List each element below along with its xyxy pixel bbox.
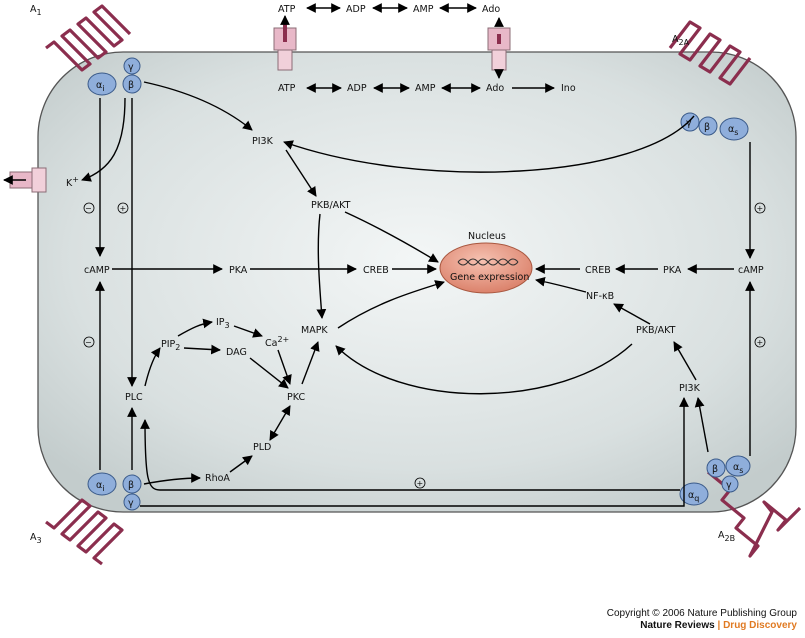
top-amp: AMP bbox=[413, 4, 434, 15]
a2a-gamma: γ bbox=[686, 118, 692, 129]
journal-section: Drug Discovery bbox=[723, 620, 797, 631]
top-atp: ATP bbox=[278, 4, 296, 15]
top-ado: Ado bbox=[482, 4, 500, 15]
pkb-akt-left: PKB/AKT bbox=[311, 200, 351, 211]
nucleotide-channel bbox=[273, 15, 297, 71]
a3-gamma: γ bbox=[128, 498, 134, 509]
pkb-akt-right: PKB/AKT bbox=[636, 325, 676, 336]
receptor-a1-label: A1 bbox=[30, 4, 42, 17]
inner-ino: Ino bbox=[561, 83, 576, 94]
journal-credit: Nature Reviews | Drug Discovery bbox=[607, 620, 797, 632]
credit-separator: | bbox=[717, 620, 721, 631]
pka-left: PKA bbox=[229, 265, 248, 276]
intracellular-metabolism-row: ATP ADP AMP Ado Ino bbox=[278, 83, 576, 94]
a1-beta: β bbox=[128, 80, 134, 91]
creb-left: CREB bbox=[363, 265, 389, 276]
pld: PLD bbox=[253, 442, 271, 453]
pathway-arrows bbox=[81, 81, 755, 507]
a1-gamma: γ bbox=[128, 62, 134, 73]
inner-atp: ATP bbox=[278, 83, 296, 94]
copyright-footer: Copyright © 2006 Nature Publishing Group… bbox=[607, 608, 797, 632]
pi3k-right: PI3K bbox=[679, 383, 701, 394]
a1-receptor-helix bbox=[45, 4, 132, 72]
minus-sign-a1: − bbox=[85, 204, 92, 213]
copyright-notice: Copyright © 2006 Nature Publishing Group bbox=[606, 608, 797, 619]
a2a-beta: β bbox=[704, 122, 710, 133]
a2a-g-protein: γ β αs bbox=[680, 112, 749, 141]
nucleus bbox=[439, 242, 533, 294]
ip3: IP3 bbox=[216, 317, 230, 330]
adenosine-signalling-diagram: ATP ADP AMP Ado ATP ADP AMP Ado Ino A1 bbox=[3, 3, 802, 566]
journal-name: Nature Reviews bbox=[640, 620, 715, 631]
a3-receptor-helix bbox=[45, 498, 124, 566]
pip2: PIP2 bbox=[161, 339, 180, 352]
pi3k-left: PI3K bbox=[252, 136, 274, 147]
a3-beta: β bbox=[128, 480, 134, 491]
plus-sign-a1: + bbox=[120, 204, 127, 213]
plus-sign-a2b-plc: + bbox=[417, 479, 424, 488]
a1-alpha: αi bbox=[96, 80, 105, 93]
regulation-signs: − + − + + + bbox=[83, 202, 766, 489]
potassium-ion: K+ bbox=[66, 175, 79, 189]
dag: DAG bbox=[226, 347, 247, 358]
inner-amp: AMP bbox=[415, 83, 436, 94]
a2b-alpha-q: αq bbox=[688, 490, 699, 503]
receptor-a2a-label: A2A bbox=[672, 34, 690, 47]
pka-right: PKA bbox=[663, 265, 682, 276]
a2a-receptor-helix bbox=[668, 20, 752, 86]
plus-sign-a2b: + bbox=[757, 338, 764, 347]
dna-icon bbox=[457, 258, 519, 266]
a2b-gamma: γ bbox=[726, 480, 732, 491]
receptor-a3-label: A3 bbox=[30, 532, 42, 545]
plus-sign-a2a: + bbox=[757, 204, 764, 213]
inner-ado: Ado bbox=[486, 83, 504, 94]
a2b-g-protein: β αs γ αq bbox=[679, 455, 751, 506]
receptor-a2b-label: A2B bbox=[718, 530, 735, 543]
a2b-alpha-s: αs bbox=[733, 462, 743, 475]
a2a-alpha: αs bbox=[728, 124, 738, 137]
plc: PLC bbox=[125, 392, 143, 403]
a3-alpha: αi bbox=[96, 480, 105, 493]
a1-g-protein: αi β γ bbox=[87, 57, 142, 96]
pkc: PKC bbox=[287, 392, 305, 403]
mapk: MAPK bbox=[301, 325, 328, 336]
minus-sign-a3: − bbox=[85, 338, 92, 347]
adenosine-transporter bbox=[487, 17, 511, 79]
top-adp: ADP bbox=[346, 4, 366, 15]
creb-right: CREB bbox=[585, 265, 611, 276]
nucleus-label: Nucleus bbox=[468, 231, 506, 242]
potassium-channel bbox=[3, 167, 47, 193]
inner-adp: ADP bbox=[347, 83, 367, 94]
a3-g-protein: αi β γ bbox=[87, 472, 142, 511]
camp-left: cAMP bbox=[84, 265, 110, 276]
extracellular-top-row: ATP ADP AMP Ado bbox=[278, 3, 500, 15]
cell-membrane bbox=[37, 51, 797, 513]
nf-kb: NF-κB bbox=[586, 291, 614, 302]
a2b-receptor-helix bbox=[706, 470, 802, 558]
calcium: Ca2+ bbox=[265, 335, 289, 349]
gene-expression-label: Gene expression bbox=[450, 272, 529, 283]
camp-right: cAMP bbox=[738, 265, 764, 276]
rhoa: RhoA bbox=[205, 473, 230, 484]
a2b-beta: β bbox=[712, 464, 718, 475]
